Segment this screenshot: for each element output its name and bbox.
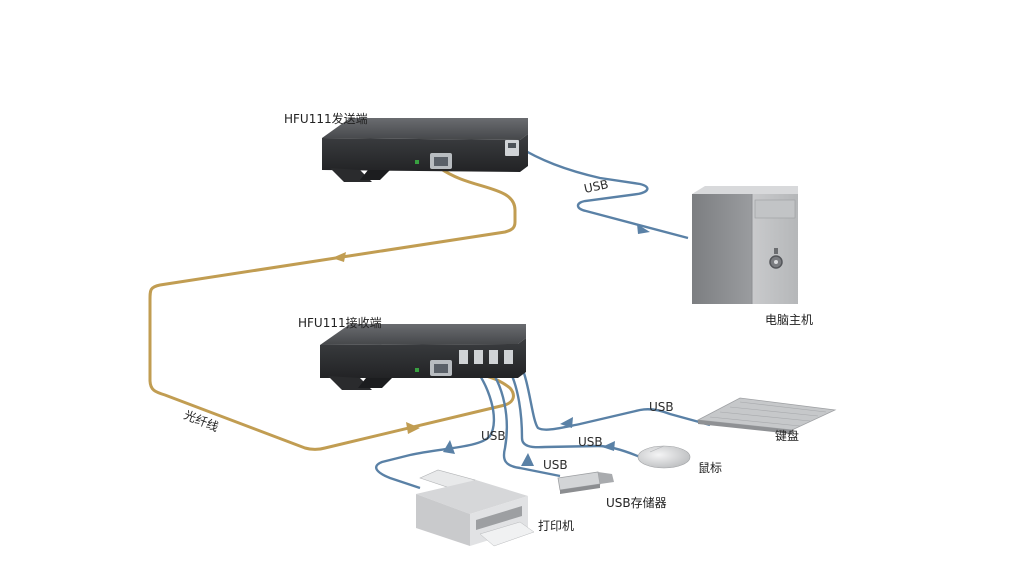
- usb-label-keyboard: USB: [649, 400, 674, 414]
- fiber-arrow-bottom: [406, 422, 420, 434]
- usb-storage: [557, 471, 614, 494]
- usb-arrow-computer: [637, 224, 650, 234]
- keyboard-label: 键盘: [775, 428, 799, 443]
- usb-label-computer: USB: [583, 177, 610, 196]
- usb-port-rx-4: [504, 350, 513, 364]
- fiber-cable: [148, 166, 517, 451]
- usb-arrow-keyboard: [560, 417, 573, 428]
- usb-arrow-printer: [443, 440, 455, 454]
- usb-port-rx-3: [489, 350, 498, 364]
- transmitter-device: [322, 118, 528, 182]
- usb-label-printer: USB: [481, 429, 506, 443]
- usb-cable-keyboard: [518, 361, 711, 431]
- usb-label-mouse: USB: [578, 435, 603, 449]
- usb-arrow-storage: [521, 453, 534, 466]
- keyboard: [696, 397, 837, 434]
- usb-cable-mouse: [503, 361, 641, 459]
- usb-arrow-mouse: [602, 441, 615, 451]
- storage-label: USB存储器: [606, 495, 667, 510]
- transmitter-label: HFU111发送端: [284, 111, 368, 126]
- fiber-label: 光纤线: [182, 408, 221, 434]
- usb-port-rx-1: [459, 350, 468, 364]
- usb-cable-printer: [375, 361, 496, 490]
- usb-cable-computer: [516, 144, 689, 240]
- receiver-device: [320, 324, 526, 390]
- receiver-label: HFU111接收端: [298, 315, 382, 330]
- usb-label-storage: USB: [543, 458, 568, 472]
- printer-label: 打印机: [538, 519, 574, 533]
- usb-cable-storage: [484, 361, 561, 478]
- mouse-label: 鼠标: [698, 461, 722, 475]
- fiber-arrow-top: [332, 252, 346, 262]
- mouse: [637, 445, 691, 469]
- computer-label: 电脑主机: [765, 313, 813, 327]
- computer-tower: [692, 186, 798, 304]
- usb-cables: [375, 144, 711, 490]
- printer: [416, 469, 535, 547]
- usb-port-rx-2: [474, 350, 483, 364]
- usb-arrows: [443, 224, 650, 466]
